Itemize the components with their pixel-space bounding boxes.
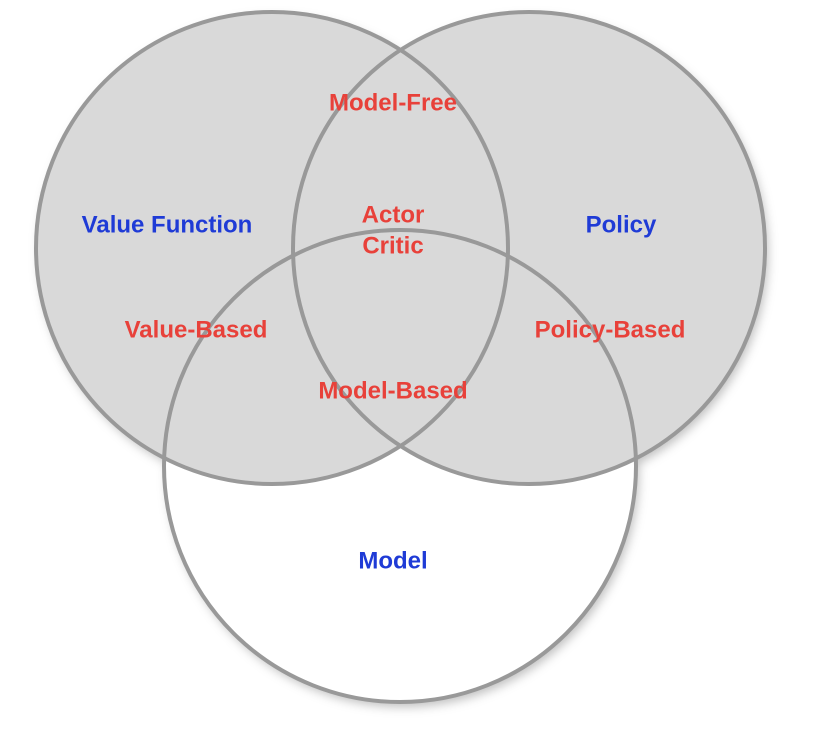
policy-based-label: Policy-Based xyxy=(535,316,686,343)
policy-circle xyxy=(291,10,767,486)
policy-circle-fill xyxy=(293,12,765,484)
actor-critic-label-line1: Actor xyxy=(362,201,425,228)
value-function-label: Value Function xyxy=(82,211,253,238)
model-free-label: Model-Free xyxy=(329,89,457,116)
actor-critic-label-line2: Critic xyxy=(362,232,423,259)
model-circle xyxy=(162,228,638,704)
policy-label: Policy xyxy=(586,211,657,238)
value-function-circle xyxy=(34,10,510,486)
value-based-label: Value-Based xyxy=(125,316,268,343)
model-based-label: Model-Based xyxy=(318,377,467,404)
model-label: Model xyxy=(358,547,427,574)
